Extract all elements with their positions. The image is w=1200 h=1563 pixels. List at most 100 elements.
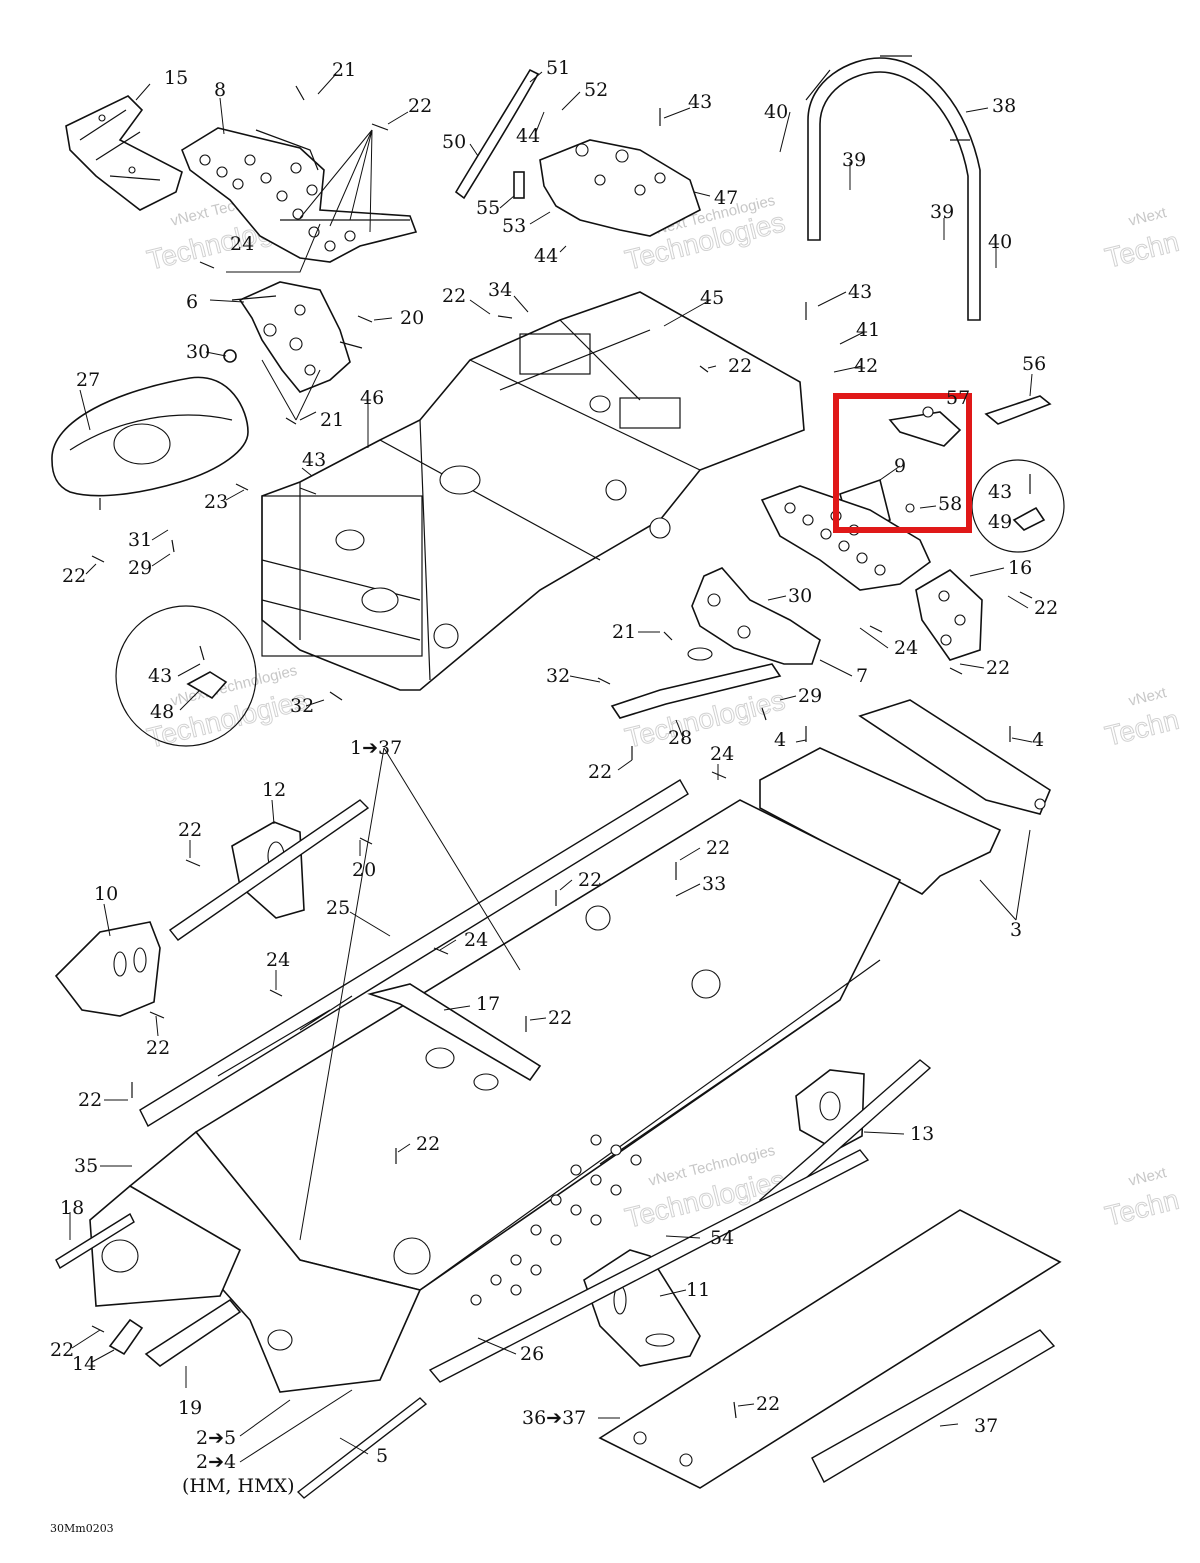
callout-19: 19 [178,1397,202,1419]
callout-55: 55 [476,197,500,219]
callout-2-5: 2➔5 [196,1427,236,1449]
parts-layer [51,55,1065,1499]
callout-10: 10 [94,883,118,905]
watermark-text: Techn [1102,704,1182,752]
detail-circle-left [115,605,257,747]
callout-49: 49 [988,511,1012,533]
callout-22: 22 [62,565,86,587]
callout-39: 39 [930,201,954,223]
callout-22: 22 [728,355,752,377]
callout-21: 21 [332,59,356,81]
callout-32: 32 [546,665,570,687]
part-55-sleeve [513,171,525,199]
rail-detail [217,995,353,1077]
part-26-rail [428,1149,870,1383]
callout-20: 20 [352,859,376,881]
callout-12: 12 [262,779,286,801]
callout-44: 44 [534,245,558,267]
watermark-text: vNext [1127,204,1169,230]
callout-5: 5 [376,1445,388,1467]
callout-43: 43 [688,91,712,113]
callout-20: 20 [400,307,424,329]
part-25-rail [139,779,689,1127]
callout-32: 32 [290,695,314,717]
callout-47: 47 [714,187,738,209]
fasteners [91,85,1033,1419]
callout-28: 28 [668,727,692,749]
callout-50: 50 [442,131,466,153]
callout-36-37: 36➔37 [522,1407,586,1429]
callout-35: 35 [74,1155,98,1177]
callout-58: 58 [938,493,962,515]
callout-24: 24 [230,233,254,255]
callout-24: 24 [710,743,734,765]
callout-6: 6 [186,291,198,313]
part-37-strip [811,1329,1056,1483]
callout-22: 22 [986,657,1010,679]
highlight-box [833,393,972,533]
callout-33: 33 [702,873,726,895]
callout-11: 11 [686,1279,710,1301]
callout-22: 22 [416,1133,440,1155]
part-56-plate [984,395,1052,425]
callout-40: 40 [988,231,1012,253]
callout-9: 9 [894,455,906,477]
callout-40: 40 [764,101,788,123]
callout-37: 37 [974,1415,998,1437]
callout-27: 27 [76,369,100,391]
callout-48: 48 [150,701,174,723]
footboard-holes [470,1134,642,1306]
callout-51: 51 [546,57,570,79]
part-8-plate [181,127,418,263]
callout-30: 30 [186,341,210,363]
part-17-brace [367,983,542,1082]
callout-13: 13 [910,1123,934,1145]
callout-15: 15 [164,67,188,89]
callout-22: 22 [706,837,730,859]
callout-18: 18 [60,1197,84,1219]
part-19-angle [144,1298,242,1368]
part-47-console [539,139,701,237]
callout-42: 42 [854,355,878,377]
callout-22: 22 [78,1089,102,1111]
callout-22: 22 [548,1007,572,1029]
callout-22: 22 [408,95,432,117]
callout-21: 21 [612,621,636,643]
callout-43: 43 [302,449,326,471]
part-49-plate [1012,506,1046,531]
callout-34: 34 [488,279,512,301]
part-3-footrest-plates [759,699,1051,895]
callout-22: 22 [146,1037,170,1059]
watermark-text: Techn [1102,226,1182,274]
part-14-bracket [108,1318,144,1356]
part-38-loop [805,55,981,321]
callout-21: 21 [320,409,344,431]
callout-hm-hmx: (HM, HMX) [182,1475,294,1497]
callout-29: 29 [128,557,152,579]
part-5-rod [296,1397,428,1499]
callout-41: 41 [856,319,880,341]
callout-22: 22 [756,1393,780,1415]
part-50-cable [454,68,540,200]
tunnel-main-panel [194,799,902,1291]
part-13-bracket [758,1059,932,1211]
part-6-arm [231,281,363,393]
callout-22: 22 [1034,597,1058,619]
diagram-code: 30Mm0203 [50,1522,114,1535]
part-18-rod [55,1213,135,1269]
callout-56: 56 [1022,353,1046,375]
callout-22: 22 [178,819,202,841]
callout-7: 7 [856,665,868,687]
callout-1-37: 1➔37 [350,737,402,759]
callout-52: 52 [584,79,608,101]
callout-23: 23 [204,491,228,513]
main-tunnel-frame [261,291,805,691]
callout-26: 26 [520,1343,544,1365]
callout-43: 43 [848,281,872,303]
part-15-bracket [65,95,183,211]
part-10-bracket [54,921,161,1017]
callout-43: 43 [148,665,172,687]
part-7-arm [687,567,821,665]
callout-16: 16 [1008,557,1032,579]
